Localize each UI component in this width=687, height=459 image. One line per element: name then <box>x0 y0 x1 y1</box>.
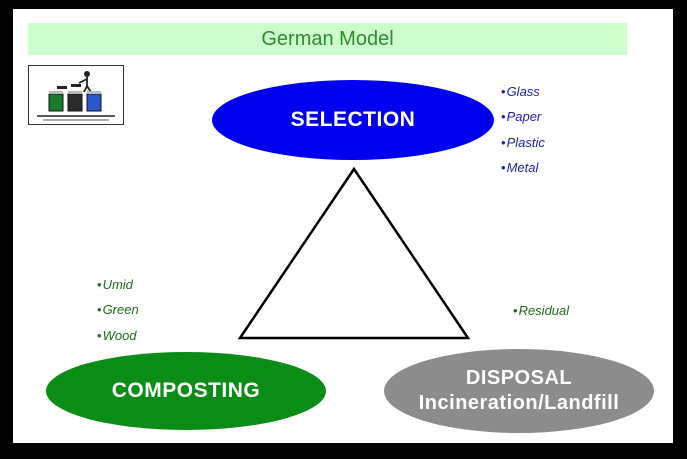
list-item: •Metal <box>501 159 539 175</box>
list-item: •Residual <box>513 303 570 318</box>
selection-node: SELECTION <box>212 80 494 160</box>
selection-material-list: •Glass •Paper •Plastic •Metal <box>501 79 545 180</box>
disposal-node: DISPOSAL Incineration/Landfill <box>384 349 654 433</box>
list-item: •Umid <box>97 277 133 292</box>
recycling-bins-icon <box>28 65 124 125</box>
disposal-material-list: •Residual <box>513 298 569 323</box>
bullet-icon: • <box>501 134 506 150</box>
composting-ellipse <box>46 352 326 430</box>
selection-label: SELECTION <box>290 108 416 131</box>
bullet-icon: • <box>97 327 102 343</box>
bullet-icon: • <box>513 303 518 318</box>
disposal-ellipse <box>384 349 654 433</box>
cycle-triangle <box>237 166 471 340</box>
composting-node: COMPOSTING <box>46 352 326 430</box>
bullet-icon: • <box>97 302 102 318</box>
disposal-label-line2: Incineration/Landfill <box>418 392 620 414</box>
bullet-icon: • <box>501 109 506 125</box>
bullet-icon: • <box>97 277 102 292</box>
title-bar: German Model <box>28 23 627 55</box>
bullet-icon: • <box>501 84 506 99</box>
list-item: •Glass <box>501 84 540 99</box>
list-item: •Green <box>97 302 139 318</box>
selection-ellipse <box>212 80 494 160</box>
composting-material-list: •Umid •Green •Wood <box>97 272 139 348</box>
composting-label: COMPOSTING <box>111 379 261 402</box>
bullet-icon: • <box>501 159 506 175</box>
list-item: •Wood <box>97 327 137 343</box>
page-title: German Model <box>261 27 394 50</box>
list-item: •Paper <box>501 109 542 125</box>
disposal-label-line1: DISPOSAL <box>465 367 573 389</box>
slide: German Model SELECTION COMP <box>13 9 673 443</box>
list-item: •Plastic <box>501 134 545 150</box>
